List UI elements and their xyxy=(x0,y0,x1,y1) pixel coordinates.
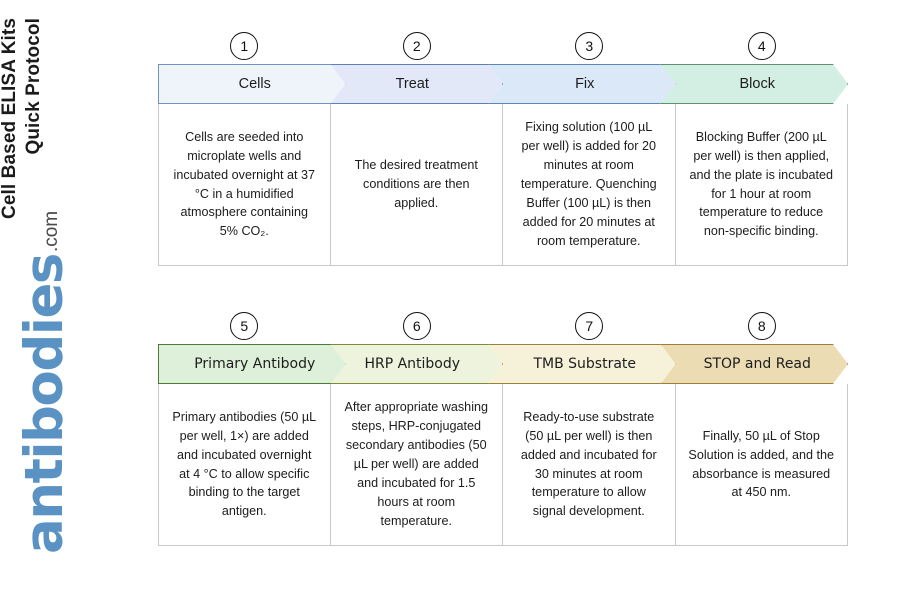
chevron-shape xyxy=(660,64,848,104)
left-rail: Cell Based ELISA Kits Quick Protocol ant… xyxy=(0,0,155,594)
step-chevron[interactable]: STOP and Read xyxy=(660,344,848,384)
step-number-badge: 1 xyxy=(230,32,259,60)
step-label: STOP and Read xyxy=(703,356,811,372)
step-description-text: The desired treatment conditions are the… xyxy=(354,158,478,210)
step-label: Treat xyxy=(395,76,429,92)
step-number-badges: 5 6 7 8 xyxy=(158,312,848,344)
step-chevron[interactable]: Primary Antibody xyxy=(158,344,346,384)
step-description-card: The desired treatment conditions are the… xyxy=(330,104,503,266)
brand-logo-word: antibodies xyxy=(14,254,75,554)
step-number-badge: 3 xyxy=(575,32,604,60)
step-description-text: Fixing solution (100 µL per well) is add… xyxy=(520,120,657,248)
page-title-line2: Quick Protocol xyxy=(22,18,44,155)
step-description-card: Fixing solution (100 µL per well) is add… xyxy=(503,104,676,266)
chevron-shape xyxy=(488,64,676,104)
step-chevron-bar: Cells Treat Fix Block xyxy=(158,64,848,104)
step-number-badge: 7 xyxy=(575,312,604,340)
step-label: Primary Antibody xyxy=(194,356,316,372)
step-chevron[interactable]: Fix xyxy=(488,64,676,104)
chevron-shape xyxy=(158,344,346,384)
step-description-cards: Primary antibodies (50 µL per well, 1×) … xyxy=(158,384,848,546)
step-description-card: Primary antibodies (50 µL per well, 1×) … xyxy=(158,384,331,546)
step-number-badge: 4 xyxy=(747,32,776,60)
step-description-card: Cells are seeded into microplate wells a… xyxy=(158,104,331,266)
brand-logo: antibodies .com xyxy=(14,211,75,554)
step-number-badges: 1 2 3 4 xyxy=(158,32,848,64)
step-chevron[interactable]: Block xyxy=(660,64,848,104)
chevron-shape xyxy=(660,344,848,384)
step-chevron[interactable]: Treat xyxy=(315,64,503,104)
step-label: Fix xyxy=(575,76,595,92)
step-description-card: Finally, 50 µL of Stop Solution is added… xyxy=(675,384,848,546)
step-description-text: Primary antibodies (50 µL per well, 1×) … xyxy=(172,409,317,519)
step-number-badge: 2 xyxy=(402,32,431,60)
step-description-card: Ready-to-use substrate (50 µL per well) … xyxy=(503,384,676,546)
step-number-badge: 6 xyxy=(402,312,431,340)
step-description-text: Finally, 50 µL of Stop Solution is added… xyxy=(688,428,835,500)
step-description-text: Ready-to-use substrate (50 µL per well) … xyxy=(520,409,657,519)
step-chevron[interactable]: TMB Substrate xyxy=(488,344,676,384)
step-description-text: Cells are seeded into microplate wells a… xyxy=(173,129,315,239)
step-label: Cells xyxy=(238,76,271,92)
step-label: TMB Substrate xyxy=(533,356,637,372)
brand-logo-suffix: .com xyxy=(40,210,62,253)
step-label: HRP Antibody xyxy=(364,356,461,372)
step-description-card: After appropriate washing steps, HRP-con… xyxy=(330,384,503,546)
step-chevron-bar: Primary Antibody HRP Antibody TMB Substrat… xyxy=(158,344,848,384)
step-description-cards: Cells are seeded into microplate wells a… xyxy=(158,104,848,266)
step-chevron[interactable]: Cells xyxy=(158,64,346,104)
step-description-card: Blocking Buffer (200 µL per well) is the… xyxy=(675,104,848,266)
step-number-badge: 5 xyxy=(230,312,259,340)
page-title-line1: Cell Based ELISA Kits xyxy=(0,18,20,219)
step-description-text: After appropriate washing steps, HRP-con… xyxy=(344,400,488,528)
step-description-text: Blocking Buffer (200 µL per well) is the… xyxy=(689,129,834,239)
step-number-badge: 8 xyxy=(747,312,776,340)
step-label: Block xyxy=(739,76,775,92)
chevron-shape xyxy=(158,64,346,104)
